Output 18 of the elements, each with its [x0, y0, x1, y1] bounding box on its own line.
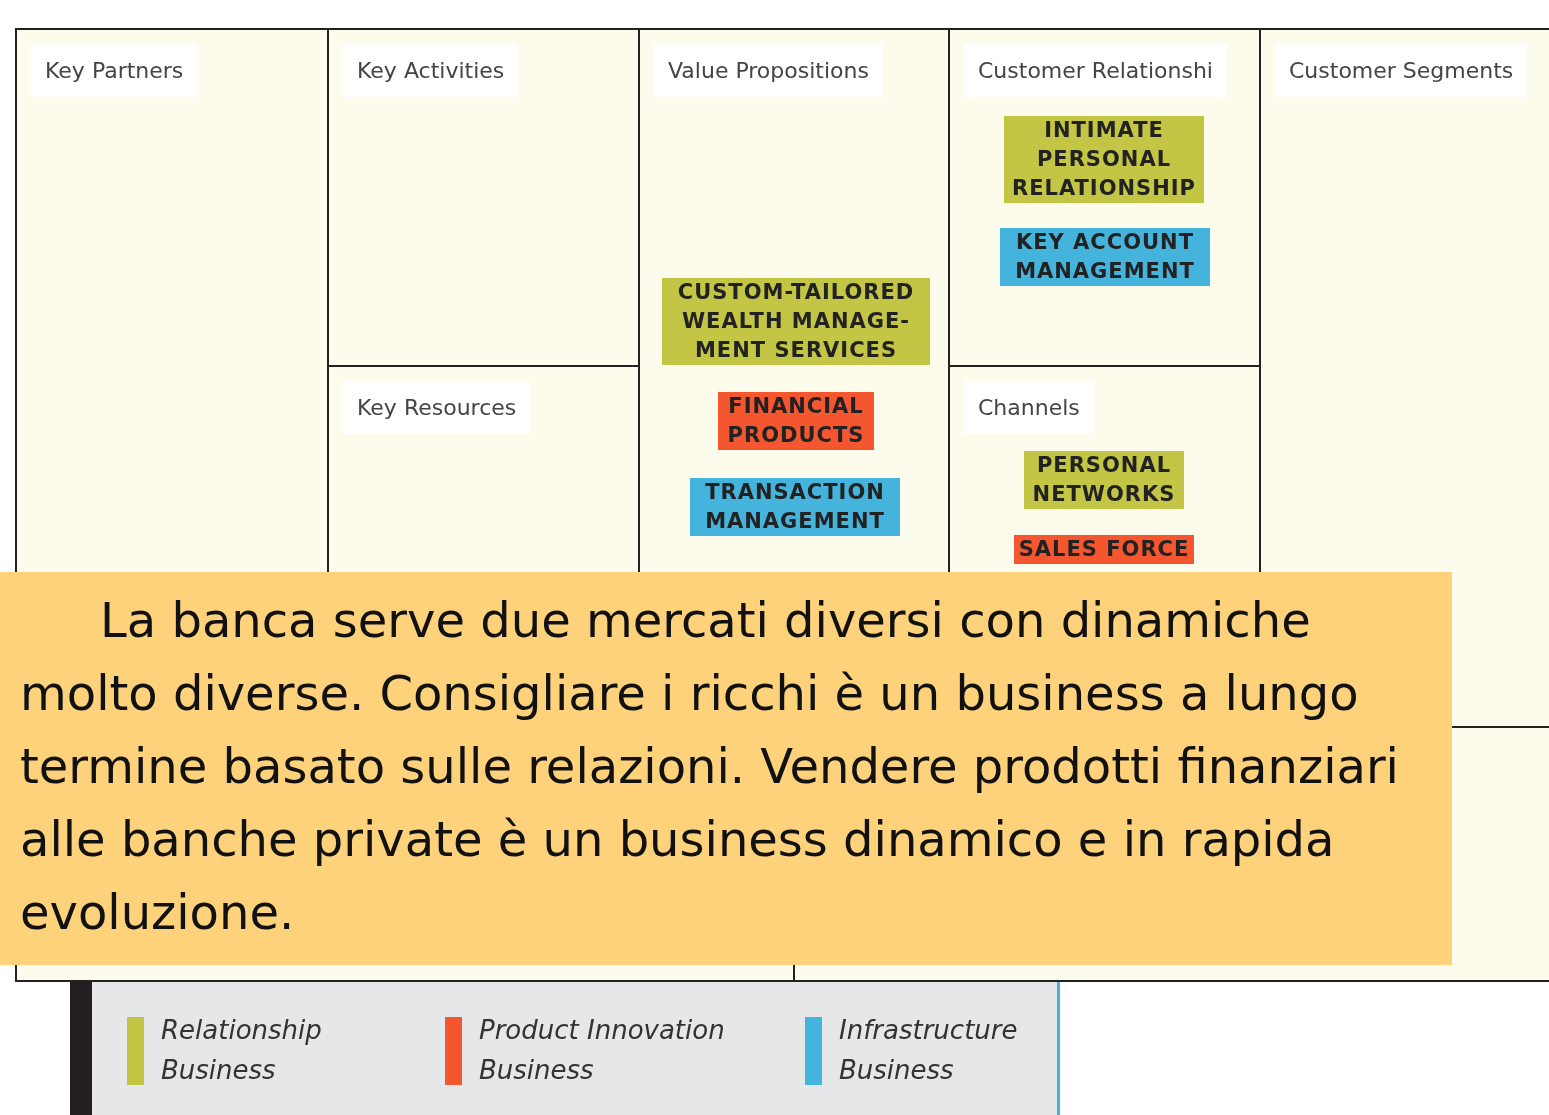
cell-heading: Key Partners	[31, 44, 198, 97]
sticky-note: TRANSACTION MANAGEMENT	[690, 478, 900, 536]
cell-heading: Channels	[964, 381, 1094, 434]
text-overlay-panel: La banca serve due mercati diversi con dinamiche molto diverse. Consigliare i ricchi è un business a lungo termine basato sulle relazioni. Vendere prodotti finanziari alle banche private è un business dinamico e in rapida evoluzione.	[0, 572, 1452, 965]
cell-heading: Customer Relationshi	[964, 44, 1227, 97]
legend-label: Infrastructure Business	[839, 1014, 1019, 1087]
sticky-note: SALES FORCE	[1014, 535, 1194, 564]
cell-heading: Key Resources	[343, 381, 531, 434]
cell-heading: Customer Segments	[1275, 44, 1528, 97]
sticky-note: FINANCIAL PRODUCTS	[718, 392, 874, 450]
cell-heading: Value Propositions	[654, 44, 883, 97]
cell-heading: Key Activities	[343, 44, 519, 97]
sticky-note: CUSTOM-TAILORED WEALTH MANAGE- MENT SERVICES	[662, 278, 930, 365]
legend-label: Relationship Business	[161, 1014, 323, 1087]
legend-label: Product Innovation Business	[479, 1014, 726, 1087]
sticky-note: KEY ACCOUNT MANAGEMENT	[1000, 228, 1210, 286]
sticky-note: PERSONAL NETWORKS	[1024, 451, 1184, 509]
sticky-note: INTIMATE PERSONAL RELATIONSHIP	[1004, 116, 1204, 203]
